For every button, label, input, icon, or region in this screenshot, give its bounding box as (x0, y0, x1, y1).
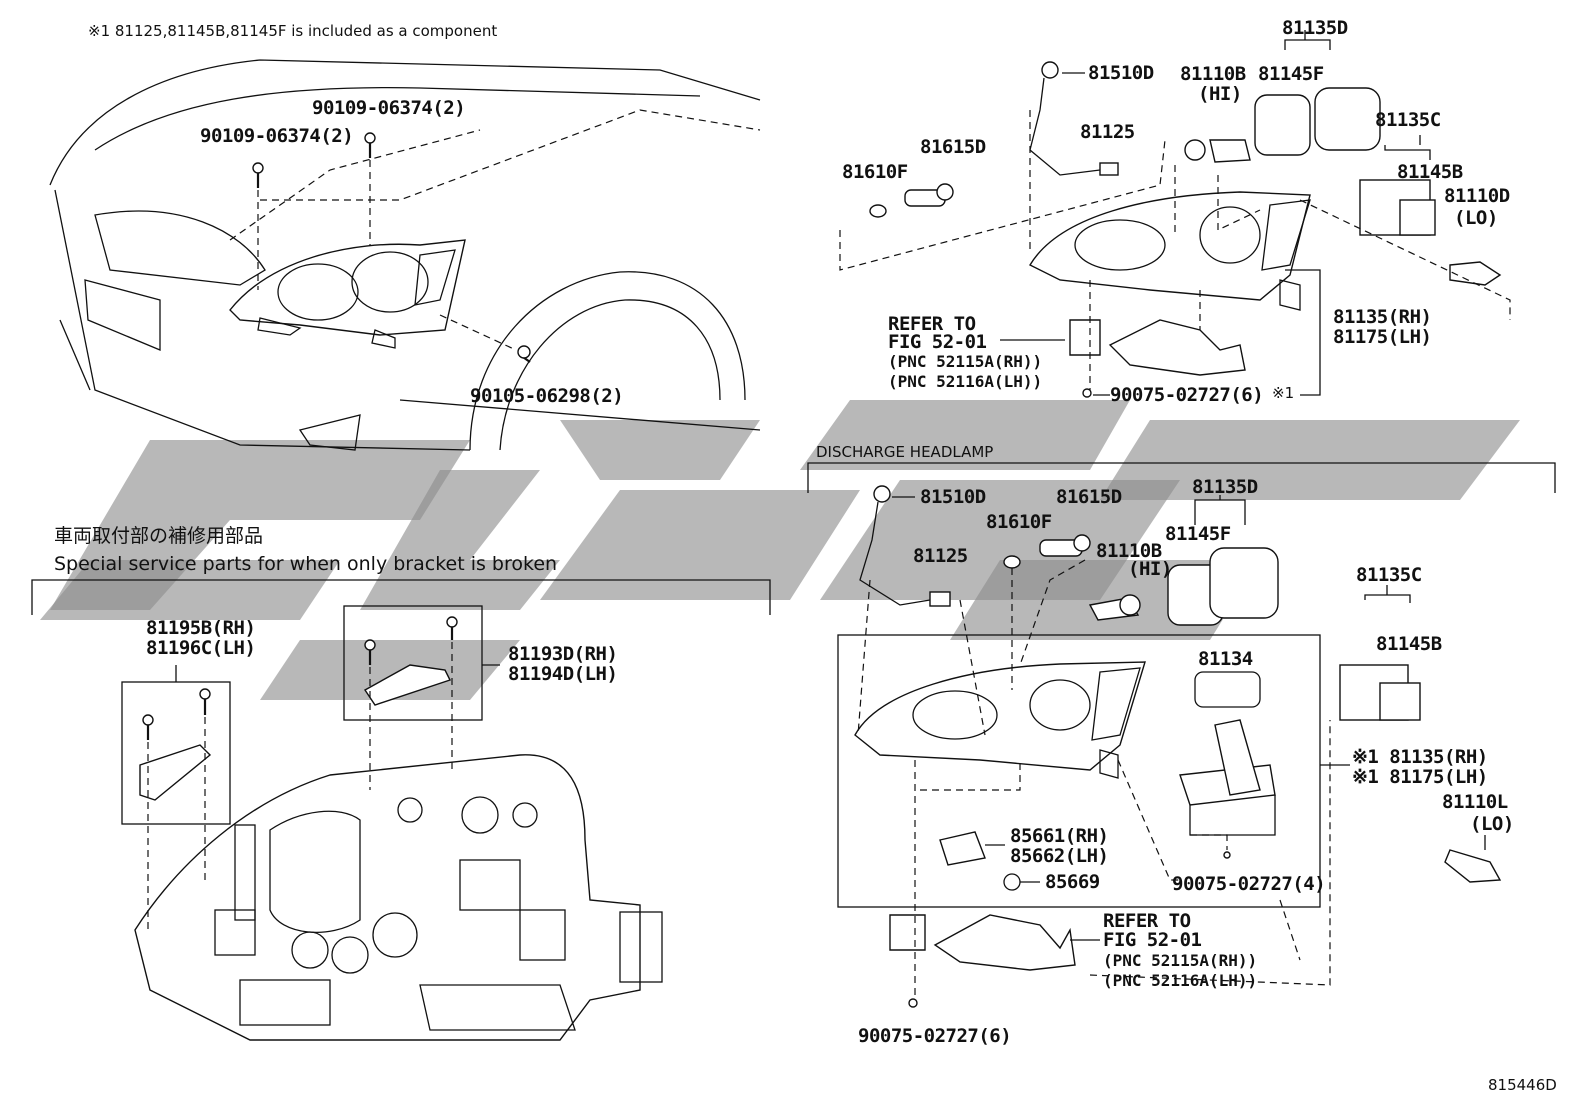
dis-rh-label: ※1 81135(RH) (1352, 746, 1488, 768)
hal-refer-3: (PNC 52115A(RH)) (888, 352, 1042, 371)
dis-hi-label: (HI) (1128, 558, 1172, 580)
bolt-label-a: 90109-06374(2) (312, 97, 465, 119)
dis-81615D-label: 81615D (1056, 486, 1122, 508)
dis-81134-label: 81134 (1198, 648, 1253, 670)
bracket-rh1-label: 81195B(RH) (146, 617, 255, 639)
hal-bolt-label: 90075-02727(6) (1110, 384, 1263, 406)
dis-bolt4-label: 90075-02727(4) (1172, 873, 1325, 895)
dis-bolt6-label: 90075-02727(6) (858, 1025, 1011, 1047)
bracket-rh2-label: 81193D(RH) (508, 643, 617, 665)
bracket-section-line (31, 579, 771, 615)
component-note: ※1 81125,81145B,81145F is included as a … (88, 22, 497, 40)
dis-ign-rh-label: 85661(RH) (1010, 825, 1108, 847)
dis-85669-label: 85669 (1045, 871, 1100, 893)
hal-refer-1: REFER TO (888, 313, 976, 335)
hal-rh-label: 81135(RH) (1333, 306, 1431, 328)
dis-lh-label: ※1 81175(LH) (1352, 766, 1488, 788)
hal-refer-2: FIG 52-01 (888, 331, 987, 353)
hal-81615D-label: 81615D (920, 136, 986, 158)
dis-81610F-label: 81610F (986, 511, 1052, 533)
bracket-title-en: Special service parts for when only brac… (54, 553, 557, 575)
discharge-bracket-line (807, 462, 1556, 493)
dis-81110L-label: 81110L (1442, 791, 1508, 813)
dis-lo-label: (LO) (1470, 813, 1514, 835)
car-front-drawing (49, 59, 761, 451)
bolt-label-b: 90109-06374(2) (200, 125, 353, 147)
dis-refer-3: (PNC 52115A(RH)) (1103, 951, 1257, 970)
dis-81110B-label: 81110B (1096, 540, 1162, 562)
hal-81110B-label: 81110B (1180, 63, 1246, 85)
hal-81110D-label: 81110D (1444, 185, 1510, 207)
hal-refer-4: (PNC 52116A(LH)) (888, 372, 1042, 391)
dis-81125-label: 81125 (913, 545, 968, 567)
halogen-headlamp-drawing (839, 30, 1511, 398)
hal-lo-label: (LO) (1454, 207, 1498, 229)
dis-refer-1: REFER TO (1103, 910, 1191, 932)
dis-81145F-label: 81145F (1165, 523, 1231, 545)
hal-81510D-label: 81510D (1088, 62, 1154, 84)
dis-81145B-label: 81145B (1376, 633, 1442, 655)
bolt-label-c: 90105-06298(2) (470, 385, 623, 407)
hal-mark-label: ※1 (1272, 384, 1294, 402)
hal-81145F-label: 81145F (1258, 63, 1324, 85)
bracket-lh2-label: 81194D(LH) (508, 663, 617, 685)
bracket-title-jp: 車両取付部の補修用部品 (54, 525, 263, 547)
hal-81145B-label: 81145B (1397, 161, 1463, 183)
dis-81510D-label: 81510D (920, 486, 986, 508)
discharge-assembly-frame (837, 634, 1321, 908)
dis-81135C-label: 81135C (1356, 564, 1422, 586)
hal-81125-label: 81125 (1080, 121, 1135, 143)
hal-hi-label: (HI) (1198, 83, 1242, 105)
hal-81135D-label: 81135D (1282, 17, 1348, 39)
bracket-parts-drawing (121, 605, 663, 1041)
hal-81135C-label: 81135C (1375, 109, 1441, 131)
bracket-lh1-label: 81196C(LH) (146, 637, 255, 659)
dis-ign-lh-label: 85662(LH) (1010, 845, 1108, 867)
discharge-section-title: DISCHARGE HEADLAMP (816, 443, 993, 461)
discharge-headlamp-drawing (837, 485, 1502, 1008)
dis-refer-2: FIG 52-01 (1103, 929, 1202, 951)
figure-id: 815446D (1488, 1076, 1557, 1094)
hal-81610F-label: 81610F (842, 161, 908, 183)
hal-lh-label: 81175(LH) (1333, 326, 1431, 348)
dis-81135D-label: 81135D (1192, 476, 1258, 498)
dis-refer-4: (PNC 52116A(LH)) (1103, 971, 1257, 990)
watermark (40, 400, 1520, 700)
